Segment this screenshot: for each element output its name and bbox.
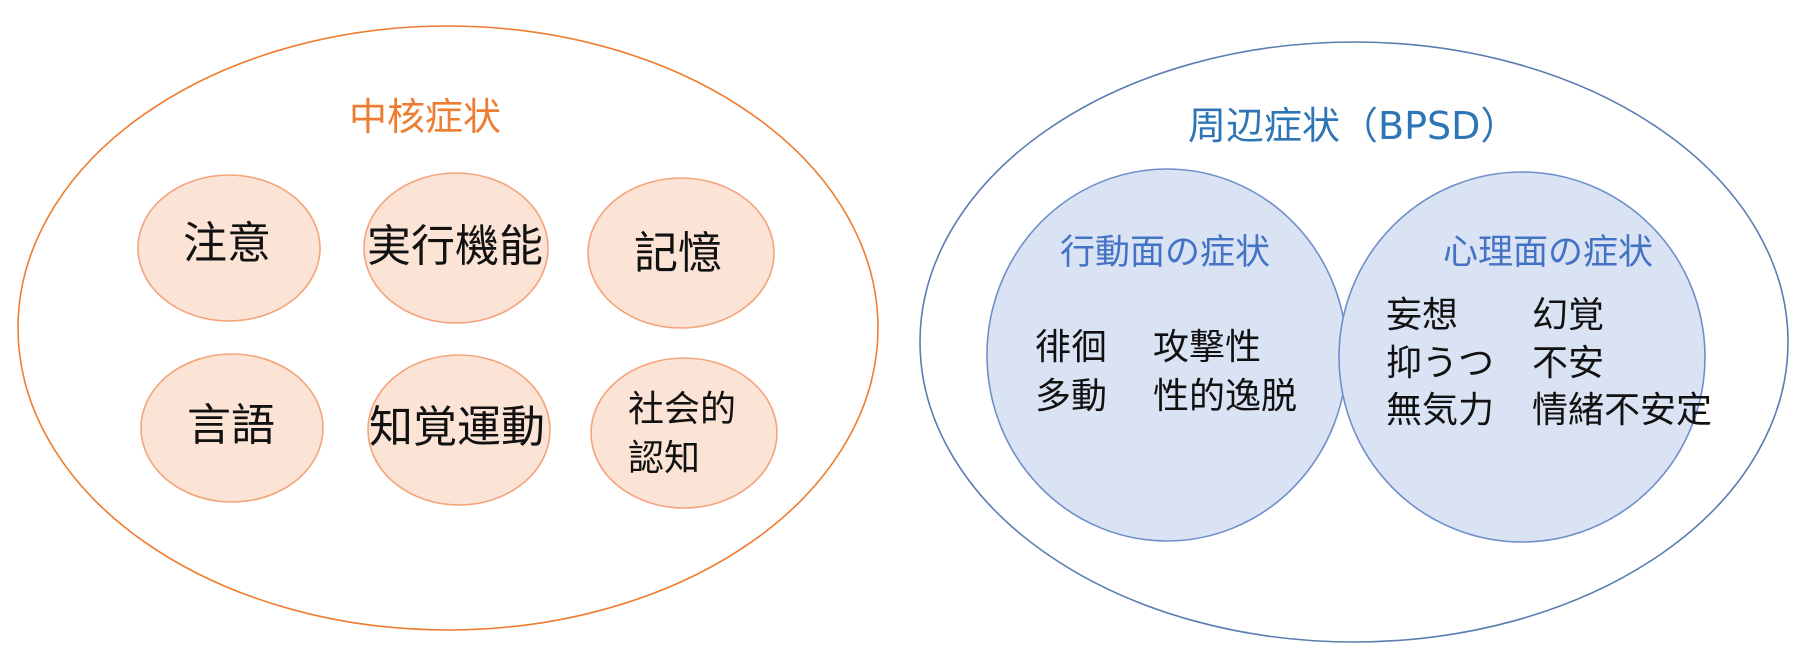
core-node-attention <box>137 174 321 322</box>
core-node-perceptual-motor <box>367 354 551 506</box>
psych-item-apathy: 無気力 <box>1386 390 1495 431</box>
core-node-executive <box>363 172 549 324</box>
psych-item-emotional-instability: 情緒不安定 <box>1532 390 1713 431</box>
core-outer-ellipse <box>17 25 879 631</box>
psych-item-depression: 抑うつ <box>1386 343 1495 384</box>
core-node-language-label: 言語 <box>187 400 275 451</box>
core-node-memory <box>587 177 775 329</box>
core-node-attention-label: 注意 <box>183 218 271 269</box>
core-node-memory-label: 記憶 <box>634 228 722 279</box>
behavior-item-hyperactivity: 多動 <box>1035 376 1108 417</box>
behavior-item-sexual-disinhibition: 性的逸脱 <box>1153 376 1298 417</box>
core-node-social-cognition-label: 社会的 認知 <box>628 389 737 479</box>
psych-title: 心理面の症状 <box>1443 233 1654 273</box>
psych-item-hallucination: 幻覚 <box>1532 295 1605 336</box>
core-node-executive-label: 実行機能 <box>367 221 543 272</box>
core-node-perceptual-motor-label: 知覚運動 <box>369 402 545 453</box>
bpsd-outer-ellipse <box>919 41 1789 643</box>
psych-circle <box>1338 171 1706 543</box>
behavior-item-wandering: 徘徊 <box>1035 327 1108 368</box>
behavior-title: 行動面の症状 <box>1060 233 1271 273</box>
core-node-social-cognition <box>590 357 778 509</box>
psych-item-anxiety: 不安 <box>1532 343 1605 384</box>
bpsd-title: 周辺症状（BPSD） <box>1188 104 1519 148</box>
behavior-item-aggression: 攻撃性 <box>1153 327 1262 368</box>
psych-item-delusion: 妄想 <box>1386 295 1459 336</box>
core-title: 中核症状 <box>349 95 502 139</box>
core-node-language <box>140 353 324 503</box>
